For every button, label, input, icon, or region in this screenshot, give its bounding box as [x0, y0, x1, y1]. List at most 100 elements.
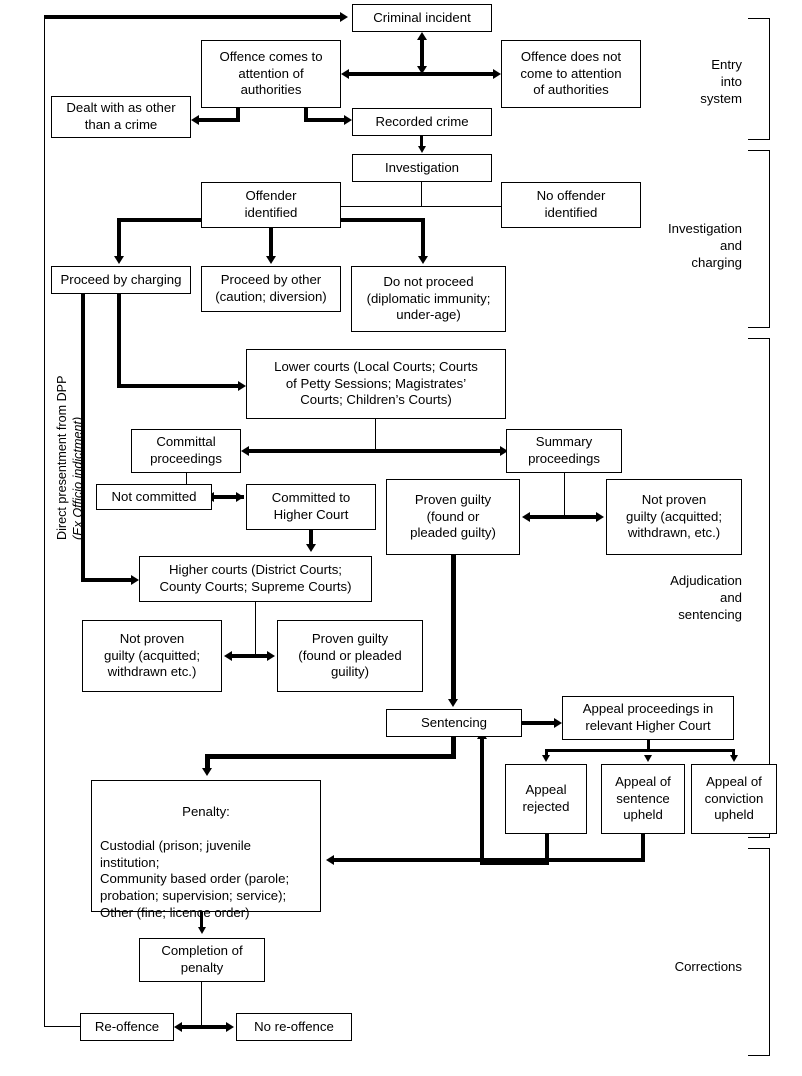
arrowhead-down-to-do-not-proceed — [418, 256, 428, 264]
arrowhead-down-to-appeal-rejected — [542, 755, 550, 762]
node-re-offence[interactable]: Re-offence — [80, 1013, 174, 1041]
edge-offender-left-vertical — [117, 218, 121, 258]
node-appeal-proceedings[interactable]: Appeal proceedings in relevant Higher Co… — [562, 696, 734, 740]
edge-penalty-to-completion-vertical — [200, 912, 203, 928]
arrowhead-right-to-not-proven-lower — [596, 512, 604, 522]
edge-sentencing-to-penalty-down — [205, 754, 210, 770]
edge-appeal-rejected-return-vertical — [545, 834, 549, 865]
node-offence-comes-to-attention[interactable]: Offence comes to attention of authoritie… — [201, 40, 341, 108]
node-penalty[interactable]: Penalty: Custodial (prison; juvenile ins… — [91, 780, 321, 920]
node-recorded-crime[interactable]: Recorded crime — [352, 108, 492, 136]
arrowhead-left-to-committal — [241, 446, 249, 456]
arrowhead-down-to-investigation — [418, 146, 426, 153]
edge-to-recorded-crime-vertical — [304, 108, 308, 122]
arrowhead-down-to-higher-courts — [306, 544, 316, 552]
arrowhead-up-to-criminal-incident — [417, 32, 427, 40]
arrowhead-down-to-completion — [198, 927, 206, 934]
edge-offender-right-horizontal — [341, 218, 425, 222]
arrowhead-left-to-proven-guilty-lower — [522, 512, 530, 522]
node-higher-courts[interactable]: Higher courts (District Courts; County C… — [139, 556, 372, 602]
splitter-investigation-vertical — [421, 182, 422, 206]
node-do-not-proceed[interactable]: Do not proceed (diplomatic immunity; und… — [351, 266, 506, 332]
edge-notcommitted-committed-horizontal — [214, 495, 244, 499]
arrowhead-down-to-proceed-other — [266, 256, 276, 264]
edge-charging-to-lower-vertical — [117, 294, 121, 388]
edge-offender-left-horizontal — [117, 218, 203, 222]
node-committal-proceedings[interactable]: Committal proceedings — [131, 429, 241, 473]
penalty-body: Custodial (prison; juvenile institution;… — [100, 837, 290, 921]
node-completion-of-penalty[interactable]: Completion of penalty — [139, 938, 265, 982]
edge-provenlower-notprovenlower-horizontal — [530, 515, 600, 519]
node-offender-identified[interactable]: Offender identified — [201, 182, 341, 228]
arrowhead-down-to-sentencing — [448, 699, 458, 707]
direct-presentment-line1: Direct presentment from DPP — [55, 375, 69, 540]
node-committed-to-higher-court[interactable]: Committed to Higher Court — [246, 484, 376, 530]
arrowhead-right-to-summary — [500, 446, 508, 456]
splitter-summary-vertical — [564, 473, 565, 517]
arrowhead-down-to-proceed-charging — [114, 256, 124, 264]
node-not-proven-guilty-lower[interactable]: Not proven guilty (acquitted; withdrawn,… — [606, 479, 742, 555]
penalty-title: Penalty: — [182, 803, 230, 819]
edge-offender-mid-vertical — [269, 228, 273, 258]
node-proven-guilty-lower[interactable]: Proven guilty (found or pleaded guilty) — [386, 479, 520, 555]
arrowhead-down-from-criminal-incident — [417, 66, 427, 74]
edge-attention-horizontal — [349, 72, 497, 76]
splitter-higher-courts-vertical — [255, 602, 256, 656]
edge-committed-to-higher-vertical — [309, 530, 313, 546]
node-appeal-rejected[interactable]: Appeal rejected — [505, 764, 587, 834]
node-offence-does-not-come-to-attention[interactable]: Offence does not come to attention of au… — [501, 40, 641, 108]
splitter-investigation-horizontal — [341, 206, 501, 207]
arrowhead-down-to-penalty — [202, 768, 212, 776]
edge-to-dealt-other-horizontal — [199, 118, 240, 122]
node-no-re-offence[interactable]: No re-offence — [236, 1013, 352, 1041]
loop-line-left-vertical — [44, 18, 45, 1027]
band-bracket-adjudication — [748, 338, 770, 838]
loop-line-top-horizontal — [44, 15, 340, 19]
node-investigation[interactable]: Investigation — [352, 154, 492, 182]
edge-sentencing-to-appeal-horizontal — [522, 721, 554, 725]
edge-to-recorded-crime-horizontal — [304, 118, 348, 122]
node-criminal-incident[interactable]: Criminal incident — [352, 4, 492, 32]
edge-to-dealt-other-vertical — [236, 108, 240, 122]
edge-sentencing-to-penalty-vertical — [451, 737, 456, 759]
loop-line-bottom-horizontal — [44, 1026, 80, 1027]
edge-dpp-vertical — [81, 294, 85, 582]
direct-presentment-line2: (Ex Officio indictment) — [71, 416, 85, 540]
arrowhead-left-to-penalty — [326, 855, 334, 865]
band-bracket-entry — [748, 18, 770, 140]
node-dealt-with-as-other-than-crime[interactable]: Dealt with as other than a crime — [51, 96, 191, 138]
edge-criminal-incident-vertical — [420, 40, 424, 70]
node-proven-guilty-higher[interactable]: Proven guilty (found or pleaded guility) — [277, 620, 423, 692]
arrowhead-right-to-lower-courts — [238, 381, 246, 391]
edge-appeal-return-up-vertical — [480, 739, 484, 865]
band-bracket-corrections — [748, 848, 770, 1056]
direct-presentment-label: Direct presentment from DPP — [54, 376, 71, 540]
edge-recorded-to-investigation — [420, 136, 423, 146]
arrowhead-down-to-appeal-conviction-upheld — [730, 755, 738, 762]
edge-appeal-fanout-horizontal — [545, 749, 735, 752]
node-summary-proceedings[interactable]: Summary proceedings — [506, 429, 622, 473]
band-label-entry: Entry into system — [700, 57, 742, 107]
band-label-corrections: Corrections — [674, 959, 742, 974]
edge-appeal-drop-right — [732, 749, 735, 757]
arrowhead-left-to-re-offence — [174, 1022, 182, 1032]
node-lower-courts[interactable]: Lower courts (Local Courts; Courts of Pe… — [246, 349, 506, 419]
band-bracket-investigation — [748, 150, 770, 328]
arrowhead-right-to-proven-guilty-higher — [267, 651, 275, 661]
node-not-proven-guilty-higher[interactable]: Not proven guilty (acquitted; withdrawn … — [82, 620, 222, 692]
node-no-offender-identified[interactable]: No offender identified — [501, 182, 641, 228]
edge-notproven-proven-higher-horizontal — [232, 654, 271, 658]
edge-proven-lower-to-sentencing — [451, 555, 456, 701]
arrowhead-down-to-appeal-sentence-upheld — [644, 755, 652, 762]
splitter-lower-courts-vertical — [375, 419, 376, 451]
node-appeal-of-sentence-upheld[interactable]: Appeal of sentence upheld — [601, 764, 685, 834]
edge-offender-right-vertical — [421, 218, 425, 258]
node-sentencing[interactable]: Sentencing — [386, 709, 522, 737]
node-proceed-by-charging[interactable]: Proceed by charging — [51, 266, 191, 294]
node-appeal-of-conviction-upheld[interactable]: Appeal of conviction upheld — [691, 764, 777, 834]
edge-sentence-upheld-return-vertical — [641, 834, 645, 862]
node-proceed-by-other[interactable]: Proceed by other (caution; diversion) — [201, 266, 341, 312]
node-not-committed[interactable]: Not committed — [96, 484, 212, 510]
edge-dpp-horizontal — [81, 578, 131, 582]
